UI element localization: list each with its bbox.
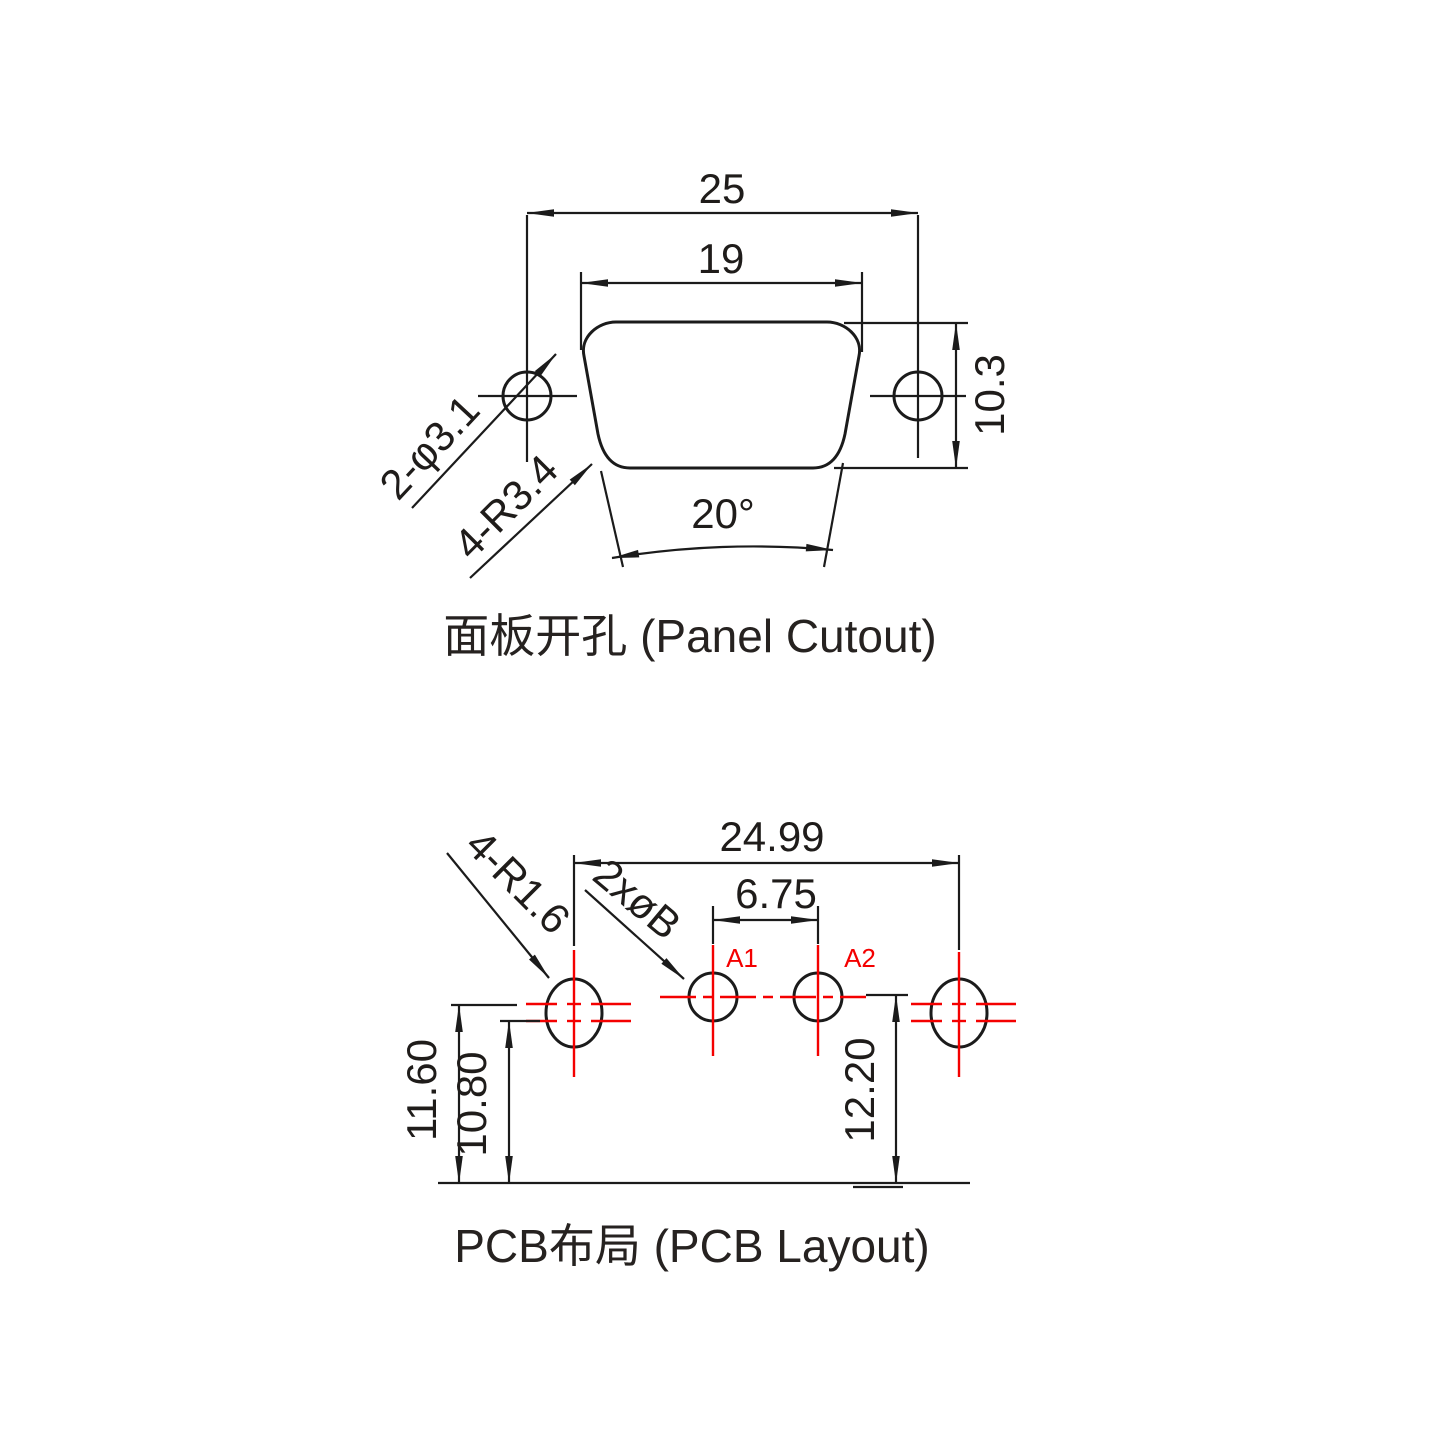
- dim-cutout-height: 10.3: [834, 321, 1013, 470]
- cutout-outline: [581, 320, 862, 470]
- dim-cutout-width: 19: [579, 235, 864, 352]
- dim-text-10-80: 10.80: [448, 1051, 495, 1156]
- dim-height-lower: 10.80: [448, 1019, 540, 1184]
- pin-a2-label: A2: [844, 943, 876, 973]
- pcb-datum-line: [438, 1181, 970, 1189]
- pin-a2: A2: [792, 943, 876, 1056]
- dim-bracket-hole-span: 24.99: [572, 813, 961, 950]
- dim-pin-height: 12.20: [836, 993, 908, 1184]
- dim-mount-hole-span: 25: [526, 165, 919, 217]
- leader-corner-radius: 4-R3.4: [445, 446, 593, 579]
- dim-text-24-99: 24.99: [719, 813, 824, 860]
- dim-pin-pitch: 6.75: [711, 870, 820, 944]
- bracket-hole-right: [911, 952, 1016, 1077]
- dim-text-25: 25: [699, 165, 746, 212]
- pcb-layout-caption: PCB布局 (PCB Layout): [454, 1220, 929, 1272]
- label-4-r1-6: 4-R1.6: [457, 821, 579, 943]
- pin-a1: A1: [687, 943, 758, 1056]
- leader-bracket-slot-radius: 4-R1.6: [446, 821, 579, 979]
- pin-a1-label: A1: [726, 943, 758, 973]
- dim-text-11-60: 11.60: [398, 1039, 445, 1141]
- dim-text-6-75: 6.75: [735, 870, 817, 917]
- panel-cutout-drawing: 25 19 10.3 20° 2-φ3.1: [370, 165, 1013, 662]
- leader-pin-diameter: 2xøB: [584, 849, 690, 980]
- dim-text-12-20: 12.20: [836, 1037, 883, 1142]
- dim-height-upper: 11.60: [398, 1003, 517, 1184]
- label-4-r3-4: 4-R3.4: [445, 446, 567, 568]
- panel-cutout-caption: 面板开孔 (Panel Cutout): [443, 610, 936, 662]
- dim-text-19: 19: [698, 235, 745, 282]
- mount-hole-left: [478, 215, 577, 462]
- pcb-layout-drawing: A1 A2 24.99 6.75 4-R1.6: [398, 813, 1016, 1272]
- dim-side-angle: 20°: [599, 462, 845, 568]
- mount-hole-right: [870, 215, 966, 458]
- dim-text-20deg: 20°: [691, 490, 755, 537]
- label-2xob: 2xøB: [585, 849, 690, 948]
- dim-text-10-3: 10.3: [966, 354, 1013, 436]
